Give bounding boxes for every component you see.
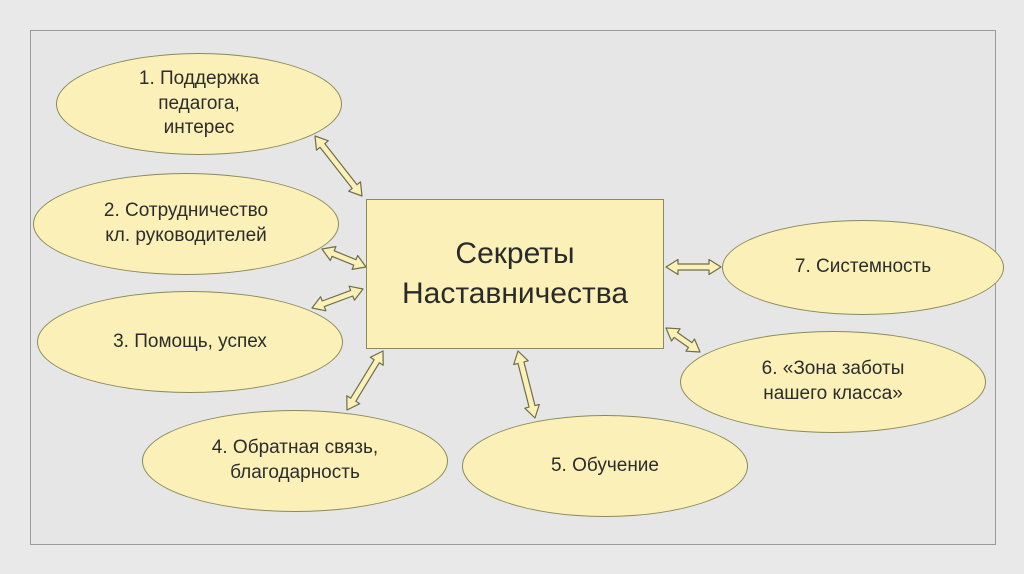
node-training: 5. Обучение: [462, 415, 748, 517]
arrow-node-6: [665, 327, 701, 353]
arrow-node-2: [321, 246, 367, 270]
arrow-node-1: [314, 135, 363, 197]
node-systematic: 7. Системность: [722, 220, 1004, 315]
center-concept-box: Секреты Наставничества: [366, 199, 664, 349]
node-help-success: 3. Помощь, успех: [37, 291, 343, 393]
arrow-node-5: [513, 350, 540, 419]
node-cooperation: 2. Сотрудничество кл. руководителей: [33, 173, 339, 275]
node-support-teacher: 1. Поддержка педагога, интерес: [56, 53, 342, 155]
arrow-node-7: [665, 258, 722, 276]
node-care-zone: 6. «Зона заботы нашего класса»: [680, 331, 986, 433]
arrow-node-4: [346, 350, 384, 411]
node-feedback: 4. Обратная связь, благодарность: [142, 410, 448, 512]
arrow-node-3: [311, 285, 364, 312]
